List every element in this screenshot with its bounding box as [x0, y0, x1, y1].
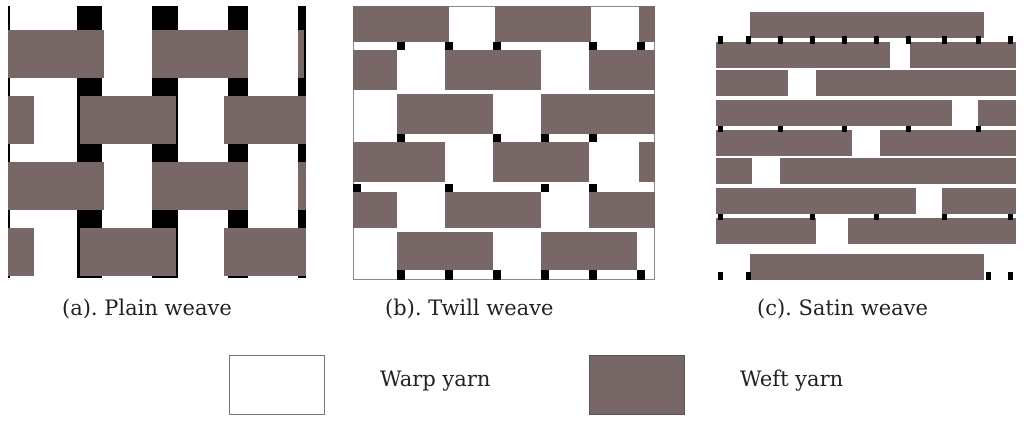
weft-yarns [716, 12, 1016, 280]
twill-weave-diagram [353, 6, 655, 280]
plain-weave-caption: (a). Plain weave [62, 296, 232, 320]
plain-weave-diagram [8, 6, 306, 278]
weft-yarn-label: Weft yarn [740, 367, 844, 391]
plain-weave-panel [8, 6, 306, 278]
satin-weave-diagram [716, 6, 1016, 280]
weft-yarns [8, 30, 306, 276]
warp-yarn-swatch [229, 355, 325, 415]
weft-yarn-swatch [589, 355, 685, 415]
gap-marks [718, 36, 1013, 280]
weft-yarns [353, 6, 655, 270]
warp-yarn-label: Warp yarn [380, 367, 491, 391]
gap-marks [353, 42, 645, 280]
satin-weave-panel [716, 6, 1016, 280]
twill-weave-panel [353, 6, 655, 280]
satin-weave-caption: (c). Satin weave [757, 296, 928, 320]
twill-weave-caption: (b). Twill weave [385, 296, 554, 320]
